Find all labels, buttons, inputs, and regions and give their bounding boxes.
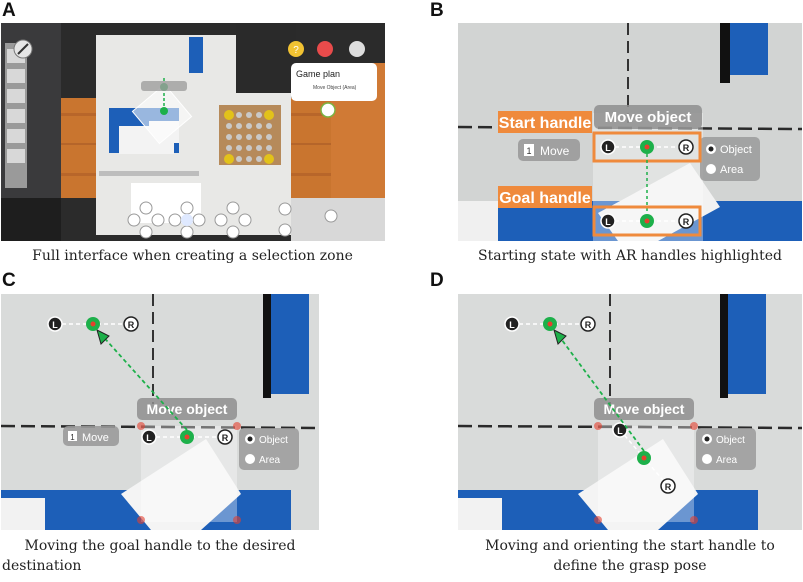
move-object-title-b: Move object	[605, 109, 692, 126]
svg-text:R: R	[128, 320, 135, 330]
svg-text:?: ?	[293, 45, 299, 56]
svg-text:R: R	[665, 482, 672, 492]
goal-handle-label: Goal handle	[499, 190, 591, 207]
panel-d-caption-line1: Moving and orienting the start handle to	[485, 538, 775, 554]
move-object-title-c: Move object	[147, 401, 228, 417]
svg-text:L: L	[52, 320, 58, 330]
svg-text:R: R	[683, 143, 690, 153]
panel-letter-d: D	[430, 270, 444, 291]
svg-text:L: L	[146, 433, 152, 443]
svg-text:Area: Area	[259, 455, 281, 466]
panel-d-caption-line2: define the grasp pose	[553, 558, 707, 574]
panel-c-caption-line1: Moving the goal handle to the desired	[24, 538, 296, 554]
svg-text:L: L	[605, 143, 611, 153]
panel-b-caption: Starting state with AR handles highlight…	[478, 248, 782, 264]
svg-text:1: 1	[70, 433, 75, 442]
svg-text:R: R	[585, 320, 592, 330]
svg-text:Area: Area	[720, 164, 744, 176]
svg-text:Area: Area	[716, 455, 738, 466]
start-handle-label: Start handle	[499, 115, 592, 132]
svg-text:Move: Move	[82, 432, 109, 444]
move-object-title-d: Move object	[604, 401, 685, 417]
panel-letter-b: B	[430, 0, 444, 21]
svg-text:R: R	[222, 433, 229, 443]
svg-text:R: R	[683, 217, 690, 227]
panel-d-caption: Moving and orienting the start handle to…	[458, 536, 802, 576]
svg-text:Object: Object	[720, 144, 752, 156]
svg-text:L: L	[509, 320, 515, 330]
panel-c-caption-line2: destination	[2, 558, 82, 574]
svg-text:Object: Object	[716, 435, 745, 446]
svg-text:L: L	[617, 426, 623, 436]
svg-text:Move: Move	[540, 144, 570, 158]
panel-a-screenshot: ? Game plan Move Object (Area)	[1, 23, 385, 241]
panel-letter-c: C	[2, 270, 16, 291]
svg-text:1: 1	[526, 146, 531, 156]
panel-letter-a: A	[2, 0, 16, 21]
panel-a-caption: Full interface when creating a selection…	[32, 248, 353, 264]
svg-text:L: L	[605, 217, 611, 227]
panel-c-screenshot: Move object 1 Move Object Area L R L R	[1, 294, 319, 530]
panel-b-screenshot: Move object 1 Move Object Area L R L R S…	[458, 23, 802, 241]
svg-text:Object: Object	[259, 435, 288, 446]
game-plan-title: Game plan	[296, 69, 340, 79]
panel-d-screenshot: Move object Object Area L R L R	[458, 294, 802, 530]
panel-c-caption: Moving the goal handle to the desired de…	[0, 536, 320, 576]
game-plan-step: Move Object (Area)	[313, 85, 357, 91]
